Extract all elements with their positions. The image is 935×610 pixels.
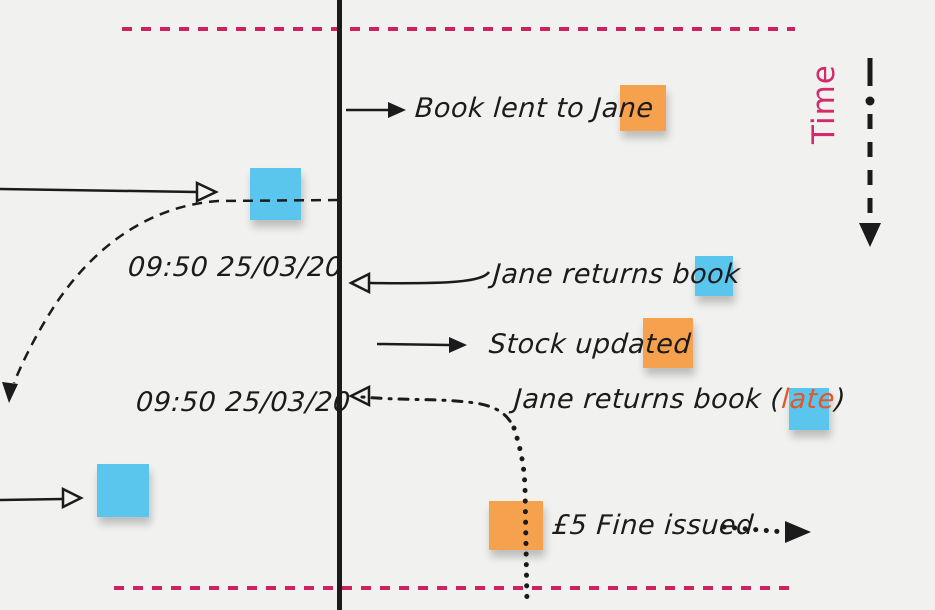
late-paren-close: ) [833,384,847,415]
time-axis-label: Time [806,64,842,144]
arrowhead-book-lent [388,102,406,118]
arrowhead-open-jane-returns [348,271,371,295]
arrow-stock-updated [376,342,450,347]
timestamp-return: 09:50 25/03/20 [126,252,344,283]
label-jane-returns-late-text: Jane returns book [512,384,772,415]
sticky-note-book-lent[interactable] [620,85,666,131]
label-jane-returns: Jane returns book [491,259,742,290]
sticky-note-jane-returns[interactable] [695,256,733,296]
swimlane-bottom-border [114,586,791,590]
timestamp-return-late: 09:50 25/03/20 [134,387,352,418]
late-word: late [780,384,836,415]
arrowhead-down-dashed-curve [2,382,18,403]
dashed-curve-record-lent [12,198,339,384]
label-jane-returns-late: Jane returns book (late) [513,384,847,415]
arrowhead-time-down [859,223,881,247]
timeline-axis [337,0,342,610]
arrowhead-stock-updated [449,337,467,353]
sticky-note-bottom-left[interactable] [97,464,149,517]
sticky-note-stock-updated[interactable] [643,318,693,368]
arrowhead-open-bottom-left [61,486,84,510]
sticky-note-record-lent[interactable] [250,168,301,220]
label-book-lent: Book lent to Jane [413,93,655,124]
time-arrow-dot [865,96,875,106]
label-fine-issued: £5 Fine issued [550,510,755,541]
arrowhead-fine-issued [785,521,811,543]
sticky-note-fine-issued[interactable] [489,501,543,550]
label-stock-updated: Stock updated [487,329,693,360]
swimlane-top-border [122,27,795,31]
arrowhead-open-late-return [348,384,371,408]
arrowhead-open-right-record [195,181,219,203]
sticky-note-jane-returns-late[interactable] [789,388,829,430]
dashdot-late-return [360,395,516,430]
arrow-left-to-record [0,187,198,194]
arrow-jane-returns [369,271,491,285]
arrow-bottom-left [0,497,64,502]
